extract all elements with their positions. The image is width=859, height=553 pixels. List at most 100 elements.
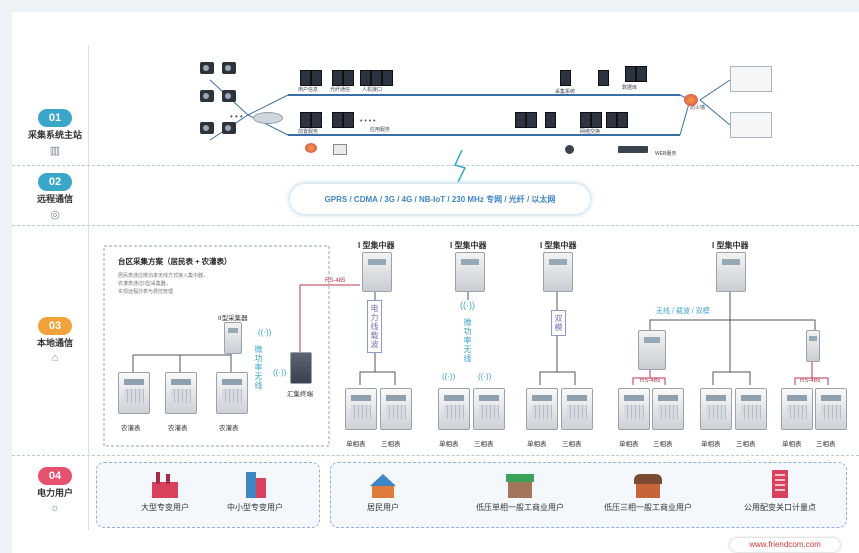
user-item: 大型专变用户 — [120, 470, 210, 513]
camera-icon — [200, 122, 214, 134]
concentrator-title: I 型集中器 — [540, 241, 577, 250]
layer-title: 采集系统主站 — [27, 130, 82, 140]
master-label: 数据库 — [622, 85, 638, 91]
user-group-box — [96, 462, 320, 528]
meter-label: 三相表 — [381, 441, 401, 448]
shop-icon — [505, 470, 535, 498]
ellipsis: • • • • — [360, 118, 376, 125]
meter-label: 三相表 — [474, 441, 494, 448]
user-label: 居民用户 — [367, 503, 399, 512]
user-icon: ☼ — [49, 502, 61, 514]
master-label: 用户信息 — [298, 87, 319, 93]
master-label: 人机接口 — [362, 87, 383, 93]
concentrator-device — [455, 252, 485, 292]
wireless-wave-icon: ((·)) — [273, 368, 287, 377]
user-label: 低压三相一般工商业用户 — [604, 503, 692, 512]
channel-label: 微功率无线 — [463, 318, 472, 363]
wireless-wave-icon: ((·)) — [478, 372, 492, 381]
scheme-desc-line: 农灌表通过II型采集器， — [118, 281, 171, 287]
concentrator-device — [543, 252, 573, 292]
side-divider — [88, 45, 89, 530]
meter-label: 单相表 — [619, 441, 639, 448]
meter-label: 三相表 — [562, 441, 582, 448]
layer-04: 04 电力用户 ☼ — [24, 466, 86, 514]
layer-01: 01 采集系统主站 ▥ — [24, 108, 86, 157]
user-group-box — [330, 462, 847, 528]
master-label: 采集系统 — [555, 89, 576, 95]
channel-label: 电力线载波 — [367, 300, 382, 353]
layer-number: 04 — [38, 467, 72, 485]
collector-device — [806, 330, 820, 362]
concentrator-device — [716, 252, 746, 292]
user-item: 低压单相一般工商业用户 — [475, 470, 565, 513]
collector-device — [224, 322, 242, 354]
printer-icon — [333, 144, 347, 155]
wireless-wave-icon: ((·)) — [442, 372, 456, 381]
camera-icon — [222, 90, 236, 102]
concentrator-title: I 型集中器 — [358, 241, 395, 250]
wireless-wave-icon: ((·)) — [258, 328, 272, 337]
remote-channel-text: GPRS / CDMA / 3G / 4G / NB-IoT / 230 MHz… — [324, 194, 556, 204]
rs485-label: RS-485 — [325, 278, 346, 284]
wireless-label: 微功率无线 — [254, 345, 263, 390]
camera-icon — [200, 90, 214, 102]
meter-icon — [216, 372, 248, 414]
house-icon — [368, 470, 398, 498]
monitor-wall-icon — [730, 112, 772, 138]
website-link[interactable]: www.friendcom.com — [730, 538, 840, 552]
firewall-icon — [305, 143, 317, 153]
meter-label: 农灌表 — [219, 425, 239, 432]
user-item: 中小型专变用户 — [210, 470, 300, 513]
office-building-icon — [240, 470, 270, 498]
channel-label: 双模 — [551, 310, 566, 336]
layer-divider — [12, 455, 859, 456]
scheme-title: 台区采集方案（居民表 + 农灌表） — [118, 257, 232, 266]
meter-label: 单相表 — [439, 441, 459, 448]
collector-label: II型采集器 — [218, 315, 248, 322]
signal-icon: ◎ — [50, 209, 60, 221]
apartment-icon — [765, 470, 795, 498]
meter-label: 三相表 — [653, 441, 673, 448]
layer-title: 电力用户 — [36, 488, 73, 498]
globe-icon — [565, 145, 574, 154]
master-label: 前置服务 — [298, 129, 319, 135]
meter-icon — [118, 372, 150, 414]
master-label: 光纤通信 — [330, 87, 351, 93]
master-label: 网络交换 — [580, 129, 601, 135]
switch-icon — [618, 146, 648, 153]
concentrator-device — [362, 252, 392, 292]
user-item: 公用配变关口计量点 — [735, 470, 825, 513]
collector-device — [638, 330, 666, 370]
master-label: 防火墙 — [690, 105, 706, 111]
master-label: WEB服务 — [655, 151, 677, 157]
concentrator-title: I 型集中器 — [450, 241, 487, 250]
router-icon — [253, 112, 283, 124]
layer-number: 02 — [38, 173, 72, 191]
rs485-label: RS-485 — [640, 378, 661, 384]
server-icon: ▥ — [49, 145, 61, 157]
concentrator-title: I 型集中器 — [712, 241, 749, 250]
user-label: 大型专变用户 — [141, 503, 189, 512]
rs485-label: RS-485 — [800, 378, 821, 384]
layer-number: 03 — [38, 317, 72, 335]
camera-icon — [200, 62, 214, 74]
monitor-wall-icon — [730, 66, 772, 92]
layer-03: 03 本地通信 ⌂ — [24, 316, 86, 364]
terminal-label: 汇集终端 — [287, 391, 313, 398]
layer-divider — [12, 225, 859, 226]
layer-title: 本地通信 — [36, 338, 73, 348]
terminal-device — [290, 352, 312, 384]
meter-label: 农灌表 — [168, 425, 188, 432]
footer-text: www.friendcom.com — [749, 540, 821, 549]
channel-label: 无线 / 载波 / 双模 — [656, 308, 710, 315]
meter-label: 三相表 — [736, 441, 756, 448]
camera-icon — [222, 62, 236, 74]
layer-divider — [12, 165, 859, 166]
meter-label: 单相表 — [701, 441, 721, 448]
home-icon: ⌂ — [51, 352, 59, 364]
storefront-icon — [633, 470, 663, 498]
master-label: 应用服务 — [370, 127, 391, 133]
ellipsis: • • • — [230, 112, 243, 121]
meter-label: 单相表 — [527, 441, 547, 448]
meter-label: 农灌表 — [121, 425, 141, 432]
